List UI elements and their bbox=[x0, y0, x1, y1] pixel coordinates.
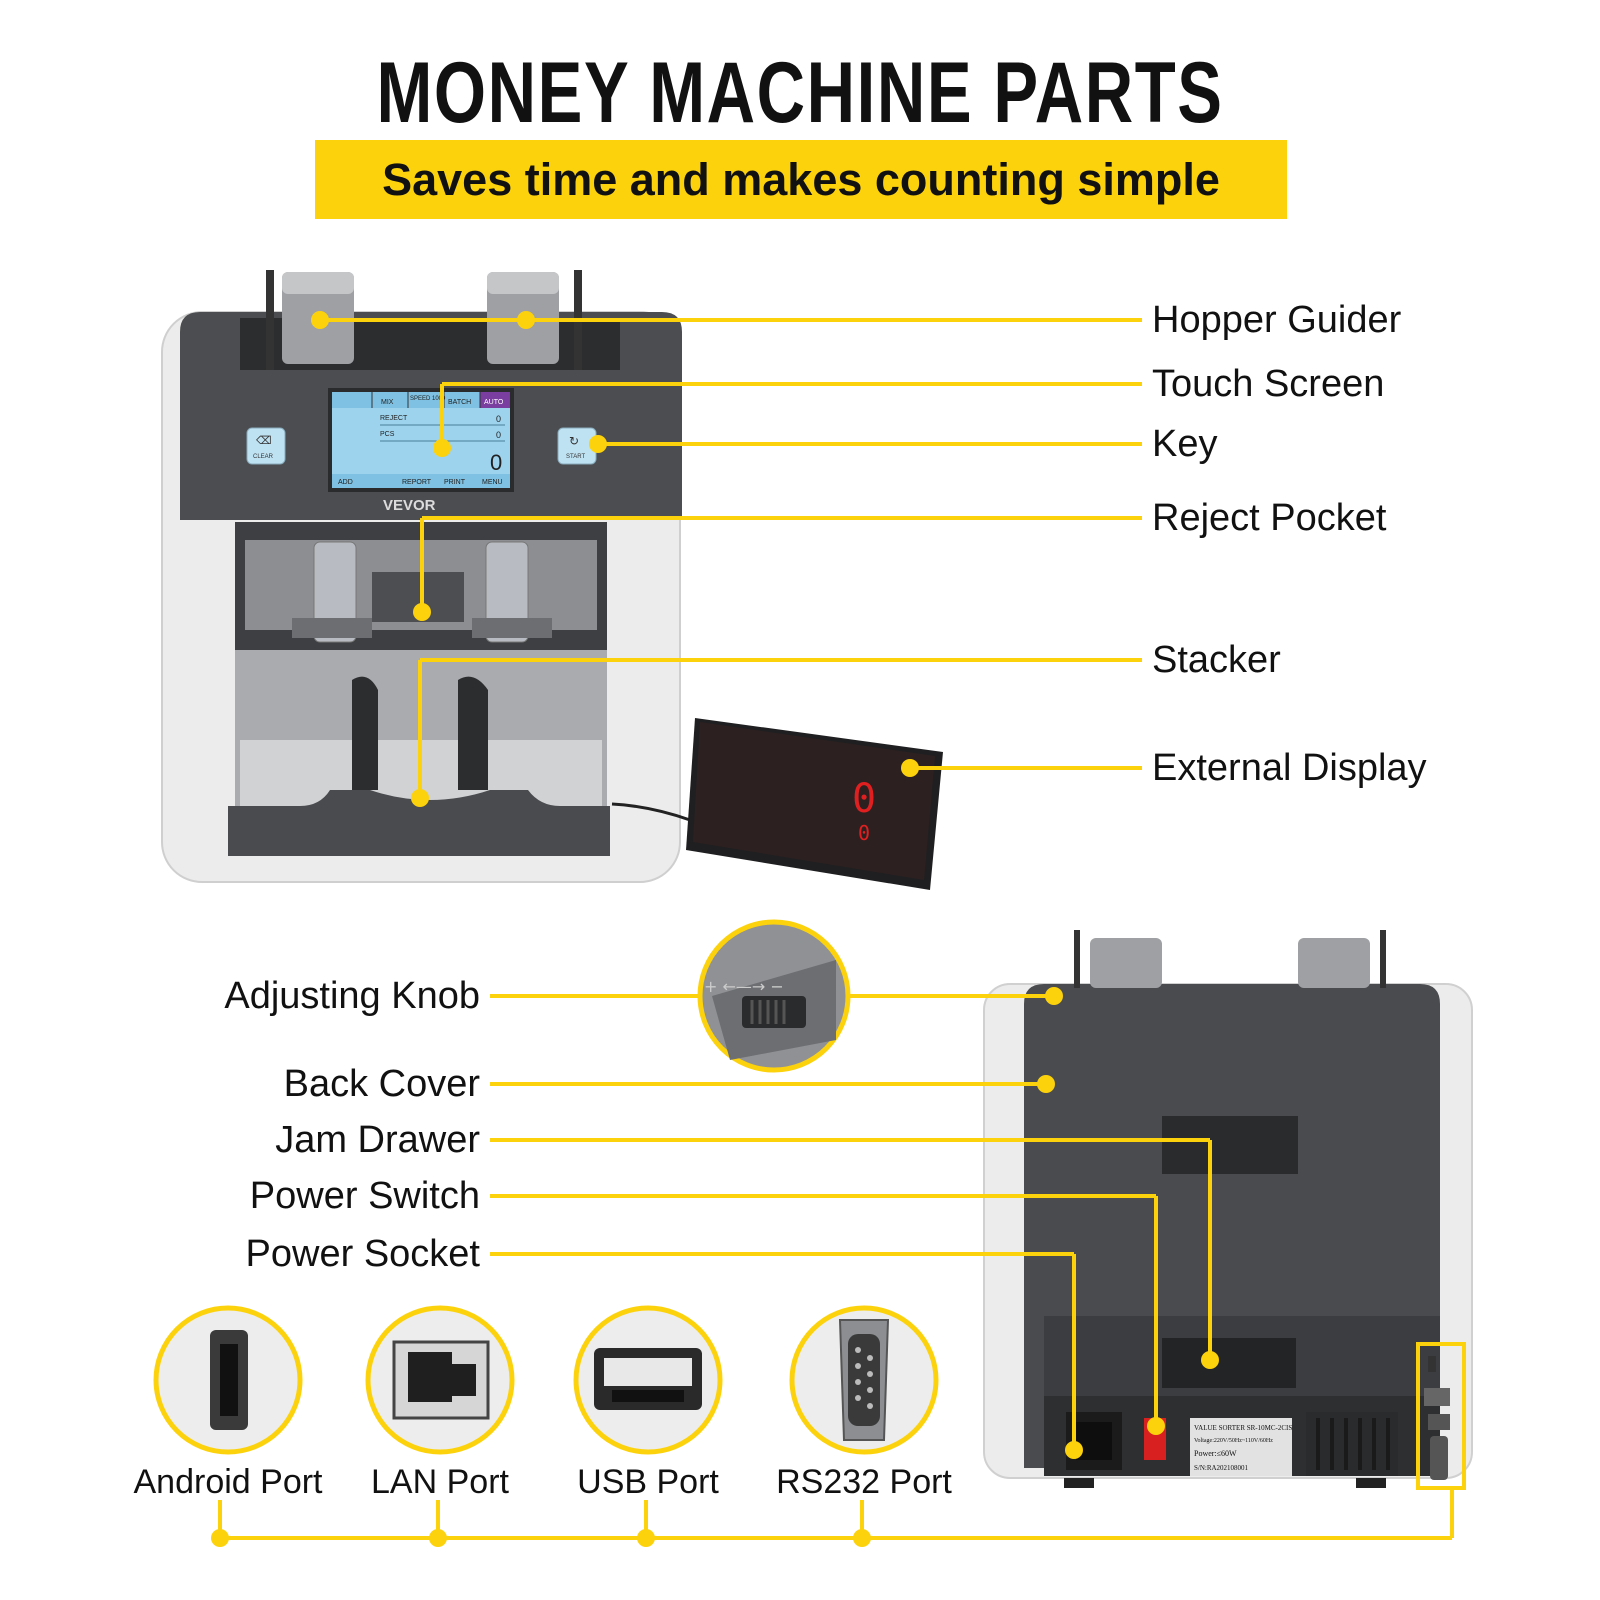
rating-line-3: Power:≤60W bbox=[1194, 1449, 1237, 1458]
label-power-socket: Power Socket bbox=[245, 1233, 480, 1275]
label-hopper-guider: Hopper Guider bbox=[1152, 299, 1402, 341]
rating-label: VALUE SORTER SR-10MC-2CIS Voltage:220V/5… bbox=[1190, 1418, 1292, 1476]
plus-minus-arrow-icon: + ←—→ − bbox=[704, 977, 784, 996]
label-external-display: External Display bbox=[1152, 747, 1427, 789]
usb-port-zoom bbox=[573, 1305, 723, 1455]
external-display: 0 0 bbox=[611, 718, 943, 890]
label-touch-screen: Touch Screen bbox=[1152, 363, 1385, 405]
start-key-label: START bbox=[566, 454, 585, 460]
screen-tab-speed[interactable]: SPEED 1000 bbox=[410, 396, 446, 402]
adjusting-knob-zoom: + ←—→ − bbox=[697, 919, 851, 1073]
front-callout-dots bbox=[311, 311, 919, 807]
label-android-port: Android Port bbox=[133, 1463, 323, 1501]
label-rs232-port: RS232 Port bbox=[776, 1463, 952, 1501]
brand-logo: VEVOR bbox=[383, 497, 436, 514]
front-leader-lines bbox=[320, 318, 1142, 798]
screen-menu-print[interactable]: PRINT bbox=[444, 479, 466, 486]
screen-menu-add[interactable]: ADD bbox=[338, 479, 353, 486]
screen-total: 0 bbox=[490, 450, 502, 475]
label-usb-port: USB Port bbox=[577, 1463, 719, 1501]
backspace-icon: ⌫ bbox=[256, 434, 272, 447]
label-key: Key bbox=[1152, 423, 1218, 465]
display-bottom-digit: 0 bbox=[858, 821, 870, 845]
screen-tab-batch[interactable]: BATCH bbox=[448, 399, 471, 406]
back-callout-dots bbox=[1037, 987, 1219, 1459]
screen-menu-report[interactable]: REPORT bbox=[402, 479, 432, 486]
label-adjusting-knob: Adjusting Knob bbox=[224, 975, 480, 1017]
screen-row-pcs-value: 0 bbox=[496, 430, 501, 440]
back-leader-lines bbox=[490, 994, 1212, 1450]
label-lan-port: LAN Port bbox=[371, 1463, 509, 1501]
label-power-switch: Power Switch bbox=[249, 1175, 480, 1217]
screen-row-reject-value: 0 bbox=[496, 414, 501, 424]
screen-tab-auto[interactable]: AUTO bbox=[484, 399, 504, 406]
label-jam-drawer: Jam Drawer bbox=[275, 1119, 480, 1161]
back-machine: VALUE SORTER SR-10MC-2CIS Voltage:220V/5… bbox=[983, 930, 1473, 1490]
lan-port-zoom bbox=[365, 1305, 515, 1455]
label-reject-pocket: Reject Pocket bbox=[1152, 497, 1387, 539]
android-port-zoom bbox=[153, 1305, 303, 1455]
touch-screen[interactable]: MIX SPEED 1000 BATCH AUTO REJECT 0 PCS 0… bbox=[328, 388, 514, 492]
port-callout-dots bbox=[211, 1529, 871, 1547]
display-top-digit: 0 bbox=[852, 776, 876, 822]
subtitle-text: Saves time and makes counting simple bbox=[382, 153, 1220, 205]
label-back-cover: Back Cover bbox=[283, 1063, 480, 1105]
screen-row-pcs-label: PCS bbox=[380, 431, 395, 438]
screen-menu-menu[interactable]: MENU bbox=[482, 479, 503, 486]
rating-line-4: S/N:RA202108001 bbox=[1194, 1464, 1249, 1472]
label-stacker: Stacker bbox=[1152, 639, 1281, 681]
clear-key-label: CLEAR bbox=[253, 454, 274, 460]
jam-drawer bbox=[1162, 1338, 1296, 1388]
refresh-icon: ↻ bbox=[569, 434, 579, 448]
rs232-port-zoom bbox=[789, 1305, 939, 1455]
page-title: MONEY MACHINE PARTS bbox=[376, 45, 1224, 141]
subtitle-banner: Saves time and makes counting simple bbox=[315, 140, 1287, 219]
rating-line-1: VALUE SORTER SR-10MC-2CIS bbox=[1194, 1424, 1292, 1432]
rating-line-2: Voltage:220V/50Hz~110V/60Hz bbox=[1194, 1438, 1273, 1444]
screen-row-reject-label: REJECT bbox=[380, 415, 408, 422]
screen-tab-mix[interactable]: MIX bbox=[381, 399, 394, 406]
clear-key[interactable]: ⌫ CLEAR bbox=[246, 427, 286, 465]
port-panel-highlight bbox=[1416, 1342, 1466, 1490]
